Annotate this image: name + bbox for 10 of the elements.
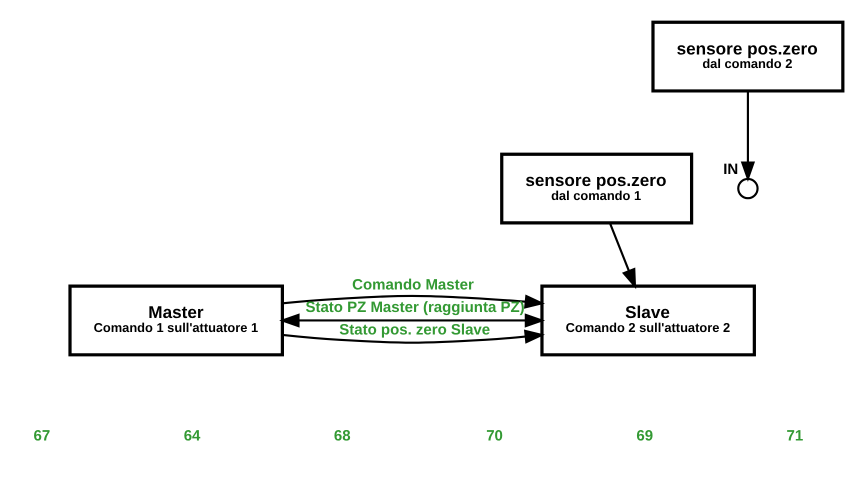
label: 70 <box>486 426 503 444</box>
edge-label: Stato PZ Master (raggiunta PZ) <box>305 298 525 316</box>
label: 64 <box>184 426 200 444</box>
label: 68 <box>334 426 351 444</box>
edge-label: Comando Master <box>352 276 474 294</box>
label: 67 <box>34 426 50 444</box>
label: 71 <box>786 426 804 444</box>
label: 69 <box>636 426 654 444</box>
edge-label: Stato pos. zero Slave <box>339 321 490 338</box>
node-label: IN <box>723 160 738 178</box>
